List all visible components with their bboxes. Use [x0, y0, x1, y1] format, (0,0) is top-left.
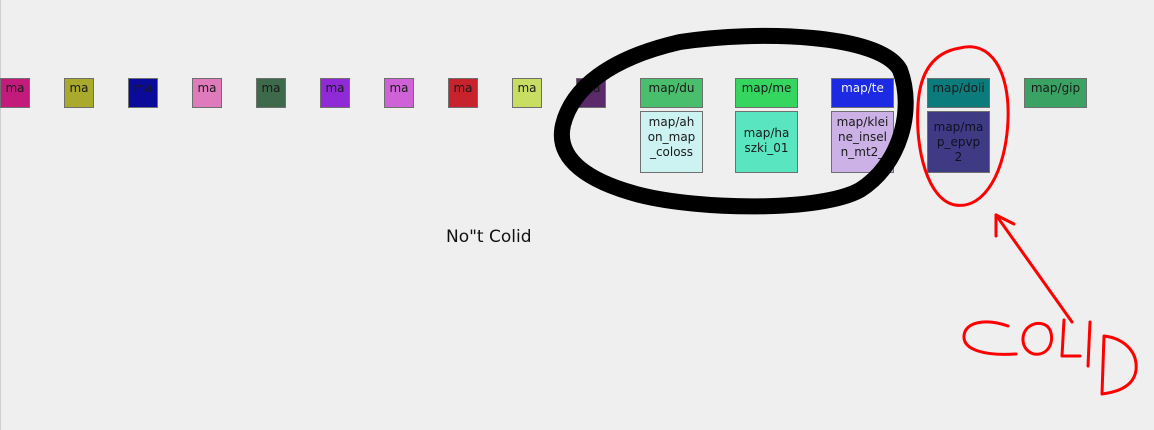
map-body-tile[interactable]: map/ah on_map _coloss — [640, 111, 703, 173]
map-header-tile[interactable]: map/te — [831, 78, 894, 108]
red-arrow-icon — [994, 213, 1074, 324]
small-map-tile[interactable]: ma — [512, 78, 542, 108]
small-map-tile[interactable]: ma — [0, 78, 30, 108]
small-map-tile[interactable]: ma — [320, 78, 350, 108]
small-map-tile[interactable]: ma — [64, 78, 94, 108]
colid-handwritten-annotation — [962, 318, 1138, 396]
map-body-tile[interactable]: map/ha szki_01 — [735, 111, 798, 173]
window-left-border — [0, 0, 1, 430]
small-map-tile[interactable]: ma — [576, 78, 606, 108]
small-map-tile[interactable]: ma — [448, 78, 478, 108]
small-map-tile[interactable]: ma — [128, 78, 158, 108]
small-map-tile[interactable]: ma — [256, 78, 286, 108]
map-header-tile[interactable]: map/me — [735, 78, 798, 108]
not-colid-annotation-label: No"t Colid — [446, 227, 532, 247]
small-map-tile[interactable]: ma — [384, 78, 414, 108]
small-map-tile[interactable]: ma — [192, 78, 222, 108]
map-header-tile[interactable]: map/gip — [1024, 78, 1087, 108]
map-body-tile[interactable]: map/klei ne_insel n_mt2_ — [831, 111, 894, 173]
map-body-tile[interactable]: map/ma p_epvp 2 — [927, 111, 990, 173]
map-header-tile[interactable]: map/du — [640, 78, 703, 108]
map-header-tile[interactable]: map/doli — [927, 78, 990, 108]
